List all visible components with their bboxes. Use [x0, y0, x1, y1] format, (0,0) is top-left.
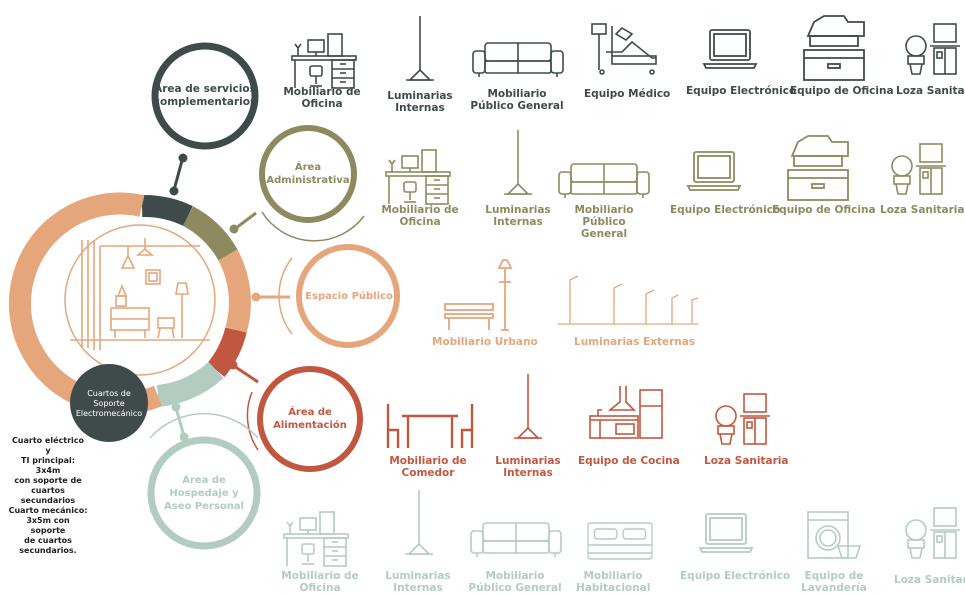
- electromech-label: Cuartos de Soporte Electromecánico: [75, 389, 143, 418]
- kitchen-icon: [589, 385, 663, 439]
- row5-item-label: Loza Sanitaria: [894, 574, 965, 586]
- laptop-icon: [699, 513, 753, 553]
- note-line: con soporte de: [14, 476, 82, 485]
- toilet-sink-icon: [715, 393, 771, 445]
- row1-item-label: Equipo de Oficina: [790, 85, 894, 97]
- row4-item-label: Loza Sanitaria: [704, 455, 789, 467]
- note-line: Cuarto eléctrico y: [11, 436, 85, 455]
- row2-item-label: Equipo Electrónico: [670, 204, 781, 216]
- toilet-sink-icon: [905, 23, 961, 75]
- row1-item-label: Equipo Médico: [584, 88, 671, 100]
- washing-machine-icon: [807, 511, 861, 559]
- row5-item-label: Equipo Electrónico: [680, 570, 791, 582]
- row5-item-label: Luminarias Internas: [385, 570, 451, 594]
- area-hospedaje-label: Área de Hospedaje y Aseo Personal: [164, 474, 244, 512]
- note-line: 3x5m con soporte: [26, 516, 70, 535]
- row2-item-label: Loza Sanitaria: [880, 204, 965, 216]
- row4-item-label: Mobiliario de Comedor: [389, 455, 467, 479]
- row4-item-label: Equipo de Cocina: [578, 455, 680, 467]
- row5-item-label: Equipo de Lavandería: [801, 570, 867, 594]
- espacio-publico-label: Espacio Público: [305, 290, 393, 302]
- row3-item-label: Mobiliario Urbano: [432, 336, 538, 348]
- file-drawer-icon: [787, 135, 849, 201]
- note-line: TI principal: 3x4m: [21, 456, 75, 475]
- row5-item-label: Mobiliario Habitacional: [576, 570, 651, 594]
- row2-item-label: Mobiliario de Oficina: [381, 204, 459, 228]
- row1-item-label: Mobiliario Público General: [470, 88, 564, 112]
- laptop-icon: [703, 29, 757, 69]
- row4-item-label: Luminarias Internas: [495, 455, 561, 479]
- row2-item-label: Luminarias Internas: [485, 204, 551, 228]
- sofa-icon: [472, 42, 564, 78]
- area-alimentacion-label: Área de Alimentación: [273, 407, 347, 431]
- pendant-lamp-icon: [405, 15, 435, 81]
- pendant-lamp-icon: [503, 129, 533, 195]
- dining-table-icon: [386, 402, 474, 450]
- row1-item-label: Loza Sanitaria: [896, 85, 965, 97]
- note-line: secundarios: [20, 496, 76, 505]
- note-line: de cuartos: [24, 536, 72, 545]
- row2-item-label: Equipo de Oficina: [772, 204, 876, 216]
- row1-item-label: Mobiliario de Oficina: [283, 86, 361, 110]
- toilet-sink-icon: [891, 143, 947, 195]
- row1-item-label: Equipo Electrónico: [686, 85, 797, 97]
- row2-item-label: Mobiliario Público General: [574, 204, 634, 240]
- laptop-icon: [687, 151, 741, 191]
- desk-icon: [291, 33, 357, 89]
- note-line: secundarios.: [19, 546, 77, 555]
- pendant-lamp-icon: [513, 373, 543, 439]
- note-line: Cuarto mecánico:: [8, 506, 88, 515]
- electromech-note: Cuarto eléctrico y TI principal: 3x4m co…: [8, 436, 88, 556]
- row5-item-label: Mobiliario Público General: [468, 570, 562, 594]
- desk-icon: [385, 149, 451, 205]
- sofa-icon: [558, 163, 650, 199]
- sofa-icon: [470, 522, 562, 558]
- row1-item-label: Luminarias Internas: [387, 90, 453, 114]
- hospital-bed-icon: [591, 23, 657, 75]
- file-drawer-icon: [803, 15, 865, 81]
- row3-item-label: Luminarias Externas: [574, 336, 696, 348]
- area-servicios-label: Área de servicios complementarios: [153, 83, 257, 108]
- area-administrativa-label: Área Administrativa: [266, 162, 350, 186]
- pendant-lamp-icon: [404, 489, 434, 555]
- row5-item-label: Mobiliario de Oficina: [281, 570, 359, 594]
- bench-streetlamp-icon: [444, 259, 512, 331]
- bed-icon: [587, 522, 653, 560]
- desk-icon: [283, 511, 349, 567]
- note-line: cuartos: [31, 486, 65, 495]
- street-lights-icon: [557, 275, 699, 325]
- toilet-sink-icon: [905, 507, 961, 559]
